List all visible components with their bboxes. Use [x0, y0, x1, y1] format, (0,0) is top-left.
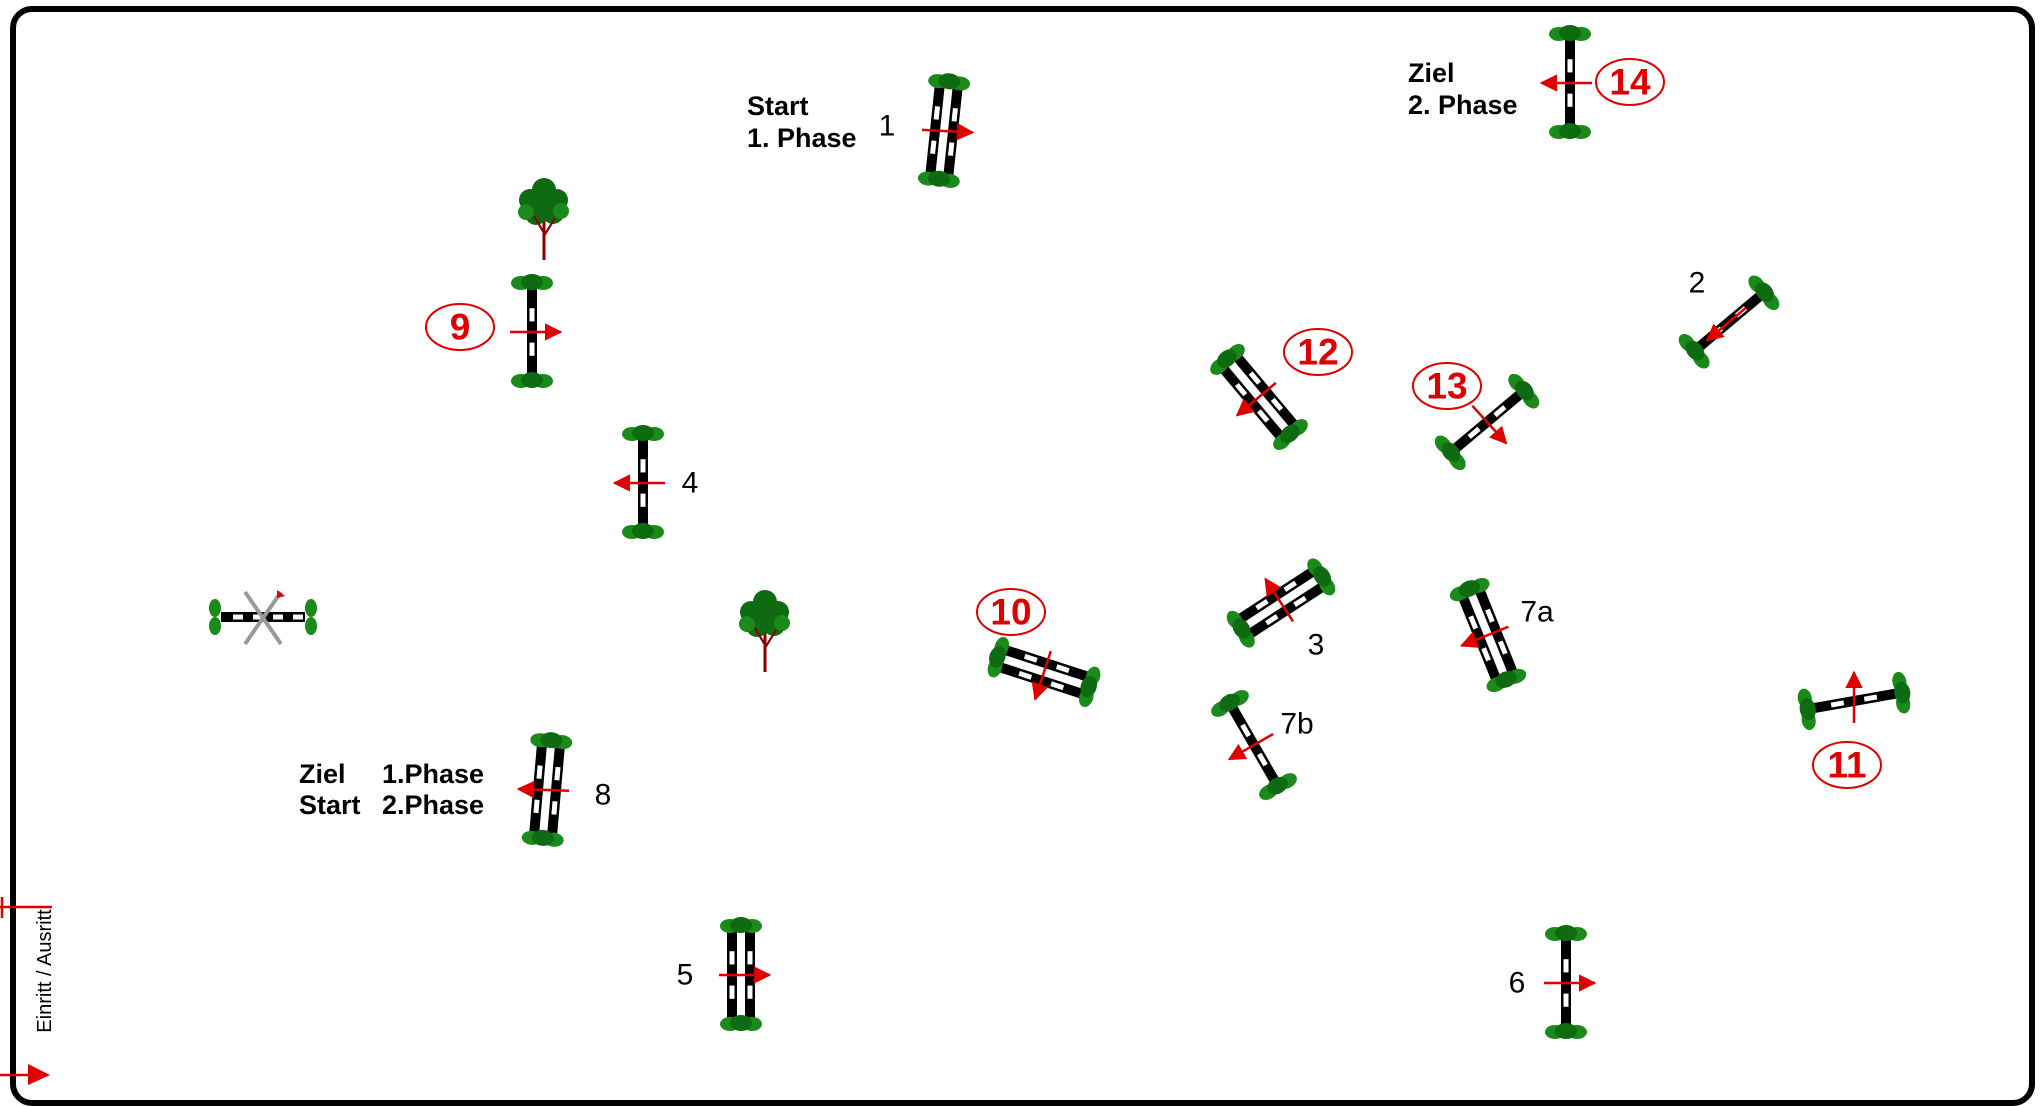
phase2-circle-11 — [1812, 741, 1882, 789]
obstacle-label-12: 12 — [1297, 332, 1338, 373]
phase2-circle-14 — [1595, 58, 1665, 106]
obstacle-label-4: 4 — [682, 467, 699, 500]
obstacle-1 — [917, 73, 971, 188]
phase-label-start2_a: Start — [299, 790, 361, 820]
obstacle-label-13: 13 — [1426, 366, 1467, 407]
tree-icon — [739, 590, 790, 672]
phase-label-ziel1_a: Ziel — [299, 759, 346, 789]
tree-icon — [518, 178, 569, 260]
obstacle-label-14: 14 — [1609, 62, 1651, 103]
direction-arrow-3 — [1264, 577, 1295, 623]
phase2-circle-9 — [425, 303, 495, 351]
phase-label-start1_line2: 1. Phase — [747, 123, 857, 153]
obstacle-label-11: 11 — [1827, 745, 1866, 786]
phase-label-ziel2_line2: 2. Phase — [1408, 90, 1518, 120]
direction-arrow-10 — [1031, 650, 1052, 701]
direction-arrow-13 — [1471, 404, 1508, 445]
phase2-circle-10 — [976, 588, 1046, 636]
obstacle-9 — [511, 274, 553, 388]
practice-jump-icon — [209, 590, 317, 646]
obstacle-label-7b: 7b — [1280, 708, 1313, 741]
obstacle-label-2: 2 — [1689, 267, 1706, 300]
arena-border — [10, 6, 2035, 1106]
obstacle-label-10: 10 — [990, 592, 1031, 633]
phase-label-ziel1_b: 1.Phase — [382, 759, 484, 789]
phase-label-start1_line1: Start — [747, 91, 809, 121]
direction-arrow-2 — [1705, 306, 1747, 342]
direction-arrow-7b — [1227, 732, 1274, 761]
phase-label-start2_b: 2.Phase — [382, 790, 484, 820]
direction-arrow-7a — [1459, 625, 1509, 648]
obstacle-label-3: 3 — [1308, 629, 1325, 662]
entry-exit-label: Einritt / Ausritt — [34, 909, 56, 1033]
direction-arrow-12 — [1235, 381, 1277, 417]
obstacle-label-8: 8 — [595, 779, 612, 812]
phase-label-ziel2_line1: Ziel — [1408, 58, 1455, 88]
obstacle-label-9: 9 — [450, 307, 471, 348]
obstacle-14 — [1549, 25, 1591, 139]
obstacle-label-1: 1 — [879, 110, 896, 143]
entry-arrow-icon — [28, 1064, 50, 1085]
obstacle-label-5: 5 — [677, 959, 694, 992]
direction-arrow-1 — [921, 122, 975, 141]
obstacle-label-7a: 7a — [1520, 596, 1554, 629]
phase2-circle-13 — [1412, 362, 1482, 410]
phase2-circle-12 — [1283, 328, 1353, 376]
direction-arrow-8 — [516, 780, 570, 799]
obstacle-label-6: 6 — [1509, 967, 1526, 1000]
